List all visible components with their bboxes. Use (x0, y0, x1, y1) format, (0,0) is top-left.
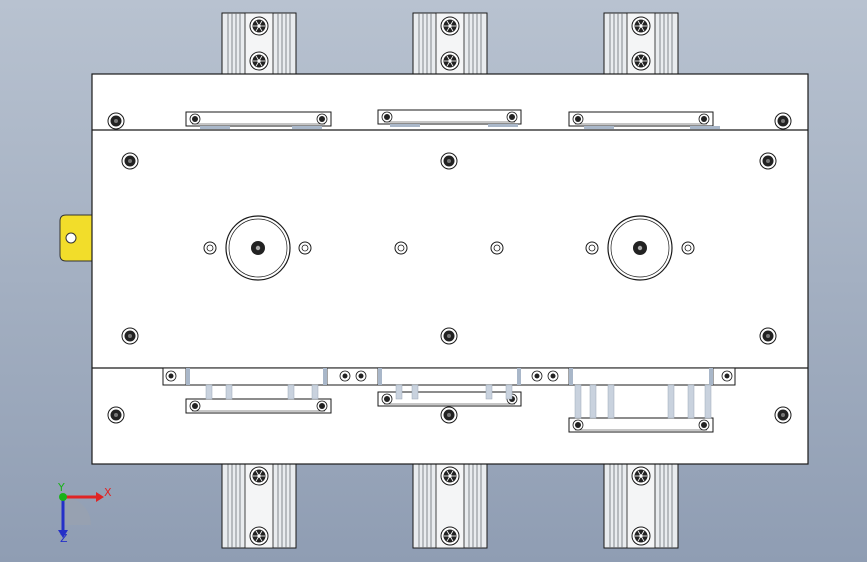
bearings (225, 215, 673, 281)
bearing-icon (607, 215, 673, 281)
rail-post (488, 124, 518, 127)
small-hole (394, 241, 408, 255)
yellow-tab-icon (59, 214, 93, 262)
support-post (589, 384, 597, 419)
axis-triad-icon[interactable]: X Y Z (57, 481, 112, 545)
screw-icon (440, 466, 460, 486)
small-hole (681, 241, 695, 255)
bolt-hole (759, 327, 777, 345)
support-post (704, 384, 712, 419)
mounting-holes (107, 112, 792, 424)
strip-screw (165, 370, 177, 382)
small-hole (585, 241, 599, 255)
top-rail-left (185, 111, 332, 127)
rail-post (200, 126, 230, 129)
screw-icon (631, 51, 651, 71)
bolt-hole (774, 112, 792, 130)
lower-carriage-strip (162, 367, 736, 386)
bolt-hole (121, 152, 139, 170)
support-post (607, 384, 615, 419)
strip-screw (721, 370, 733, 382)
rail-post (584, 126, 614, 129)
strip-screw (547, 370, 559, 382)
screw-icon (249, 526, 269, 546)
support-post (687, 384, 695, 419)
support-post (395, 384, 403, 400)
support-post (411, 384, 419, 400)
screw-icon (631, 16, 651, 36)
bolt-hole (107, 112, 125, 130)
rail-post (292, 126, 322, 129)
top-rail-right (568, 111, 714, 127)
small-hole (490, 241, 504, 255)
screw-icon (249, 466, 269, 486)
bolt-hole (440, 327, 458, 345)
support-post (225, 384, 233, 400)
support-post (287, 384, 295, 400)
support-post (667, 384, 675, 419)
support-post (574, 384, 582, 419)
bearing-icon (225, 215, 291, 281)
z-axis-label: Z (60, 532, 68, 545)
bolt-hole (759, 152, 777, 170)
x-axis-label: X (104, 486, 112, 499)
strip-screw (531, 370, 543, 382)
screw-icon (631, 526, 651, 546)
small-hole (298, 241, 312, 255)
bolt-hole (107, 406, 125, 424)
screw-icon (249, 16, 269, 36)
small-hole (203, 241, 217, 255)
support-post (311, 384, 319, 400)
support-post (485, 384, 493, 400)
screw-icon (249, 51, 269, 71)
screw-icon (440, 51, 460, 71)
bolt-hole (774, 406, 792, 424)
bolt-hole (121, 327, 139, 345)
bottom-rail-left (185, 398, 332, 414)
rail-post (690, 126, 720, 129)
screw-icon (440, 16, 460, 36)
top-rail-center (377, 109, 522, 125)
bolt-hole (440, 406, 458, 424)
bottom-rail-right (568, 417, 714, 433)
guide-rails (162, 109, 736, 433)
support-post (505, 384, 513, 400)
y-axis-label: Y (57, 481, 65, 494)
screw-icon (631, 466, 651, 486)
rail-post (390, 124, 420, 127)
strip-screw (339, 370, 351, 382)
bolt-hole (440, 152, 458, 170)
screw-icon (440, 526, 460, 546)
strip-screw (355, 370, 367, 382)
support-post (205, 384, 213, 400)
